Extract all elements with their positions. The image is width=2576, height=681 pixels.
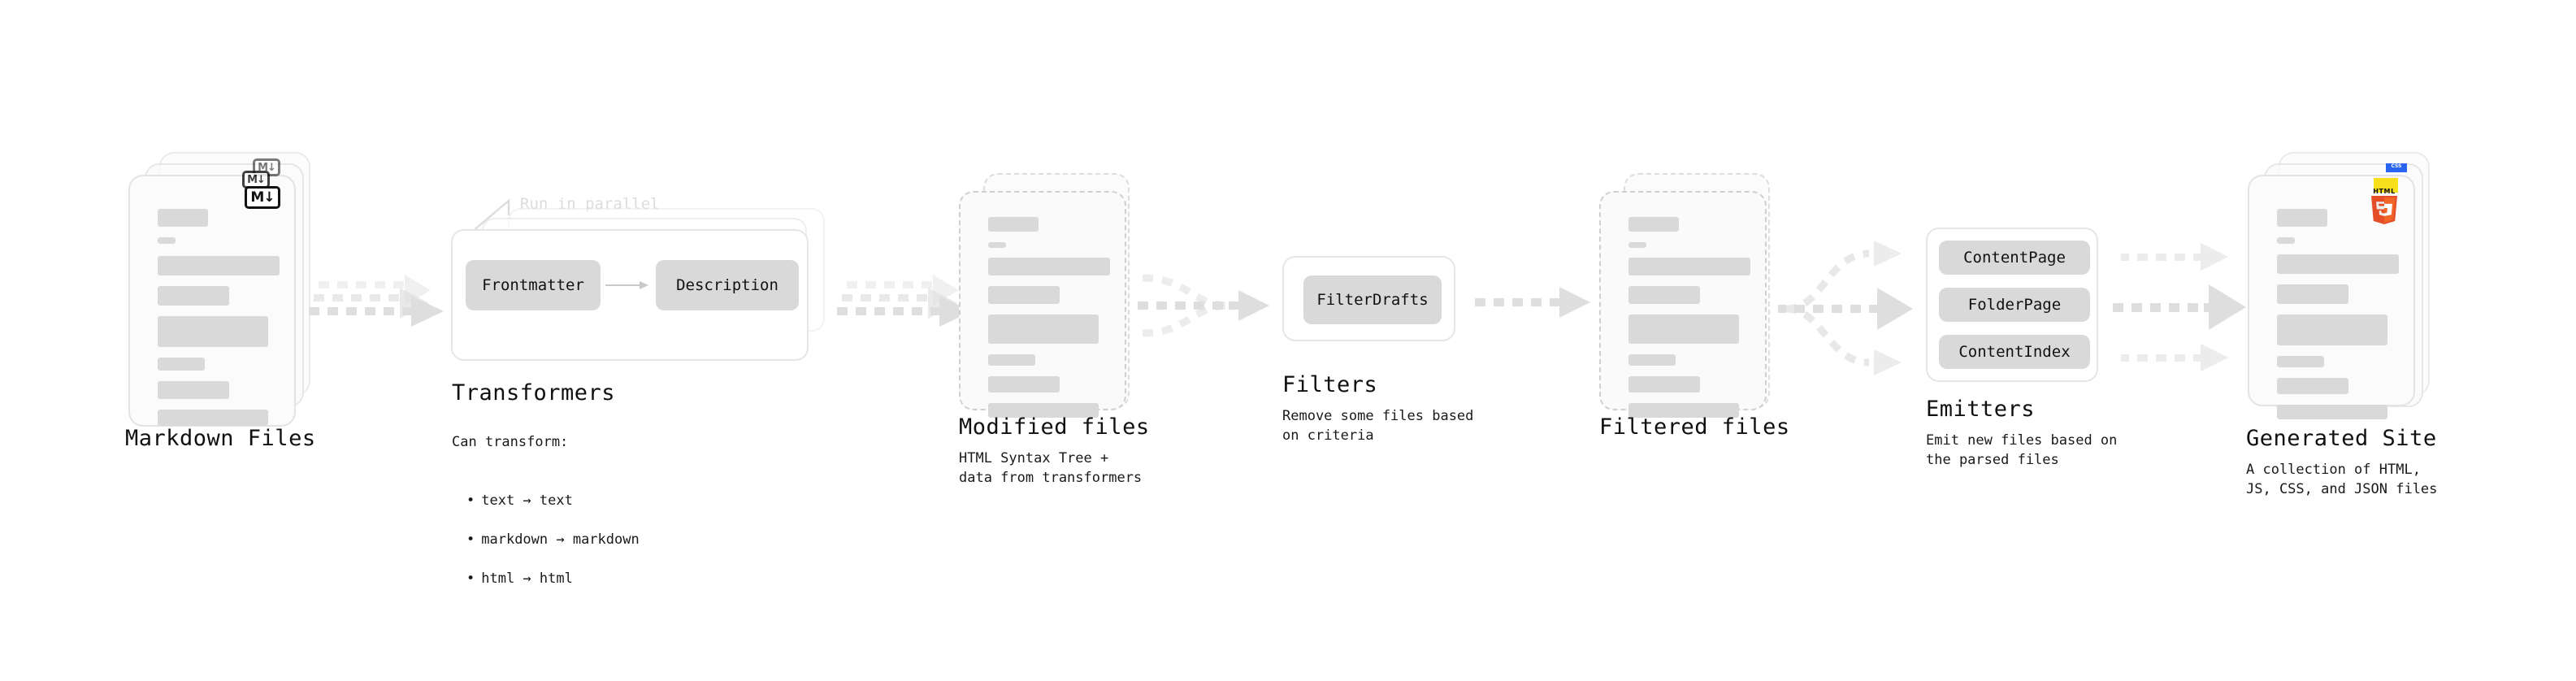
run-in-parallel-label: Run in parallel bbox=[520, 195, 660, 213]
connector-modified-to-filters bbox=[1138, 274, 1269, 337]
transformers-capability-list: text → text markdown → markdown html → h… bbox=[452, 471, 640, 608]
generated-site-title: Generated Site bbox=[2246, 426, 2437, 451]
document-sheet-front bbox=[1599, 191, 1767, 418]
emitters-subtitle: Emit new files based on the parsed files bbox=[1926, 432, 2118, 468]
placeholder-bars bbox=[1628, 217, 1750, 428]
markdown-files-title: Markdown Files bbox=[125, 426, 316, 451]
transformers-subtitle-heading: Can transform: bbox=[452, 434, 569, 450]
document-sheet-front bbox=[959, 191, 1126, 418]
chip-folderpage[interactable]: FolderPage bbox=[1939, 288, 2090, 322]
chip-filterdrafts[interactable]: FilterDrafts bbox=[1303, 275, 1442, 324]
connector-transformers-to-modified bbox=[837, 275, 972, 327]
emitters-title: Emitters bbox=[1926, 397, 2036, 422]
transformers-title: Transformers bbox=[452, 380, 616, 406]
js-icon bbox=[2374, 178, 2398, 193]
emitters-panel: ContentPage FolderPage ContentIndex bbox=[1926, 228, 2098, 382]
chip-frontmatter[interactable]: Frontmatter bbox=[466, 260, 601, 310]
filters-panel: FilterDrafts bbox=[1282, 256, 1455, 341]
chip-description[interactable]: Description bbox=[656, 260, 799, 310]
generated-site-card: CSS HTML bbox=[2248, 152, 2430, 430]
transformers-subtitle: Can transform: text → text markdown → ma… bbox=[452, 413, 640, 627]
placeholder-bars bbox=[988, 217, 1110, 428]
placeholder-bars bbox=[2277, 209, 2399, 430]
svg-text:HTML: HTML bbox=[2373, 188, 2396, 195]
connector-filtered-to-emitters bbox=[1778, 241, 1913, 375]
transformer-layer-front: Frontmatter Description bbox=[451, 229, 809, 361]
transformer-arrow-front bbox=[605, 281, 648, 289]
filters-subtitle: Remove some files based on criteria bbox=[1282, 408, 1474, 444]
generated-site-subtitle: A collection of HTML, JS, CSS, and JSON … bbox=[2246, 462, 2438, 497]
placeholder-bars bbox=[158, 209, 280, 436]
css3-icon: CSS bbox=[2386, 163, 2407, 172]
modified-files-title: Modified files bbox=[959, 414, 1150, 440]
markdown-icon: M↓ bbox=[245, 186, 280, 209]
capability-item: markdown → markdown bbox=[466, 530, 639, 549]
chip-contentpage[interactable]: ContentPage bbox=[1939, 241, 2090, 275]
markdown-icon-mid: M↓ bbox=[242, 171, 270, 189]
modified-files-subtitle: HTML Syntax Tree + data from transformer… bbox=[959, 450, 1143, 486]
connector-filters-to-filtered bbox=[1475, 287, 1590, 318]
filtered-files-card bbox=[1599, 173, 1778, 435]
capability-item: html → html bbox=[466, 569, 640, 588]
modified-files-card bbox=[959, 173, 1138, 435]
filters-title: Filters bbox=[1282, 372, 1378, 397]
transformers-panel-stack: Frontmatter Description bbox=[451, 208, 825, 364]
chip-contentindex[interactable]: ContentIndex bbox=[1939, 335, 2090, 369]
connector-markdown-to-transformers bbox=[309, 275, 444, 327]
connector-emitters-to-site bbox=[2113, 243, 2246, 371]
markdown-files-card: M↓ M↓ M↓ bbox=[128, 152, 310, 427]
document-sheet-front bbox=[128, 175, 296, 427]
html5-icon: HTML bbox=[2371, 188, 2397, 224]
capability-item: text → text bbox=[466, 491, 640, 510]
filtered-files-title: Filtered files bbox=[1599, 414, 1790, 440]
